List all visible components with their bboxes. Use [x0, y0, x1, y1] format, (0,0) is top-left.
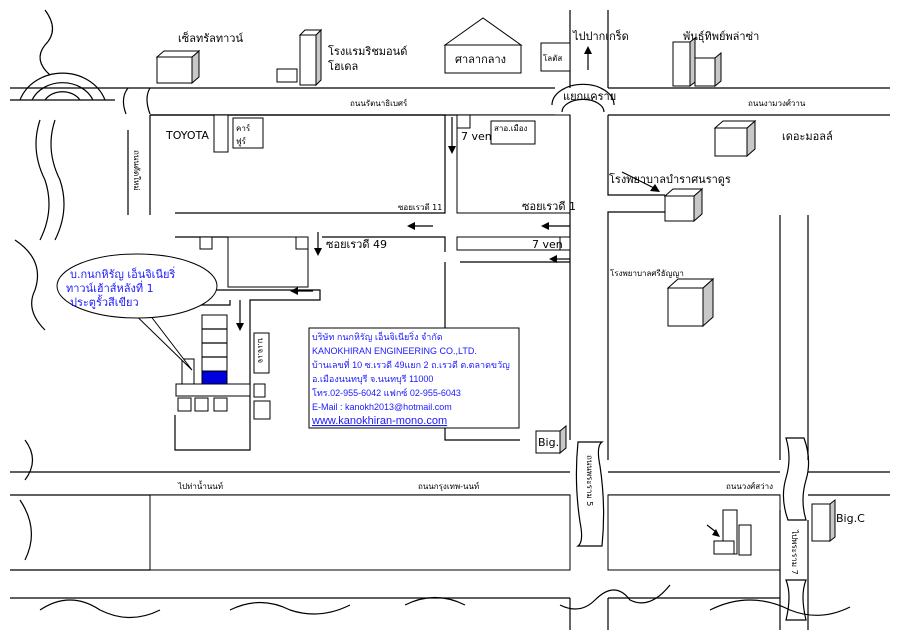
company-email[interactable]: E-Mail : kanokh2013@hotmail.com [312, 402, 452, 412]
company-name-en: KANOKHIRAN ENGINEERING CO.,LTD. [312, 346, 477, 356]
label-district-office: สาอ.เมือง [494, 124, 528, 133]
label-to-pakkret: ไปปากเกร็ด [572, 29, 629, 43]
road-rattanathibet: ถนนรัตนาธิเบศร์ [350, 98, 408, 108]
label-pantip: พันธุ์ทิพย์พล่าซ่า [683, 30, 759, 43]
buildings [155, 17, 836, 556]
road-tat-mai: ถนนตัดใหม่ [132, 150, 141, 191]
road-soi-49: ซอยเรวดี 49 [326, 238, 387, 251]
label-court: ศาลากลาง [455, 53, 506, 66]
road-to-tha-nam-non: ไปท่าน้ำนนท์ [177, 480, 223, 491]
label-richmond-1: โรงแรมริชมอนด์ [328, 44, 407, 58]
bridge [10, 72, 115, 101]
callout-line-1: บ.กนกหิรัญ เอ็นจิเนียริ่ [70, 266, 175, 281]
label-bigc: Big.C [836, 512, 865, 525]
map-labels: เซ็ลทรัลทาวน์ โรงแรมริชมอนด์ โฮเดล ศาลาก… [132, 29, 865, 575]
label-carrefour-2: ฟูร์ [236, 136, 247, 147]
label-the-mall: เดอะมอลล์ [782, 130, 833, 143]
label-carrefour-1: คาร์ [236, 123, 251, 133]
label-srithanya: โรงพยาบาลศรีธัญญา [610, 268, 684, 278]
company-website[interactable]: www.kanokhiran-mono.com [311, 415, 447, 427]
road-soi-1: ซอยเรวดี 1 [522, 200, 576, 213]
direction-arrows [236, 46, 720, 537]
company-phone: โทร.02-955-6042 แฟกซ์ 02-955-6043 [312, 387, 461, 398]
label-7eleven-2: 7 ven [532, 238, 563, 251]
label-7eleven-1: 7 ven [461, 130, 492, 143]
road-soi-11: ซอยเรวดี 11 [398, 203, 442, 212]
label-richmond-2: โฮเดล [328, 59, 358, 73]
callout-line-3: ประตูรั้วสีเขียว [70, 294, 139, 309]
label-lotus: โลตัส [543, 53, 562, 63]
company-address-2: อ.เมืองนนทบุรี จ.นนทบุรี 11000 [312, 374, 433, 385]
label-central-town: เซ็ลทรัลทาวน์ [178, 31, 243, 45]
company-location-highlight [201, 370, 228, 385]
callout-bubble: บ.กนกหิรัญ เอ็นจิเนียริ่ ทาวน์เฮ้าส์หลัง… [56, 253, 218, 371]
company-name-th: บริษัท กนกหิรัญ เอ็นจิเนียริ่ง จำกัด [312, 330, 443, 342]
river [14, 9, 851, 619]
road-krungthep-non: ถนนกรุงเทพ-นนท์ [418, 481, 479, 491]
label-toyota: TOYOTA [165, 129, 209, 142]
label-bamrasnaradura: โรงพยาบาลบำราศนราดูร [609, 172, 731, 186]
junction-kae-rai: แยกแคราย [563, 90, 616, 103]
company-info-box: บริษัท กนกหิรัญ เอ็นจิเนียริ่ง จำกัด KAN… [308, 327, 520, 429]
callout-line-2: ทาวน์เฮ้าส์หลังที่ 1 [66, 280, 154, 295]
road-rama-5: ถนนพระราม 5 [585, 455, 594, 506]
road-to-rama-7: ไปพระราม 7 [790, 529, 799, 575]
label-jj: บ.เจ.เจ [256, 338, 265, 363]
company-address-1: บ้านเลขที่ 10 ซ.เรวดี 49แยก 2 ถ.เรวดี ต.… [312, 358, 510, 370]
label-bigc-small: Big. [538, 436, 559, 449]
roads [10, 10, 890, 630]
road-ngamwongwan: ถนนงามวงศ์วาน [748, 98, 806, 108]
road-wongsawang: ถนนวงศ์สว่าง [726, 481, 773, 491]
